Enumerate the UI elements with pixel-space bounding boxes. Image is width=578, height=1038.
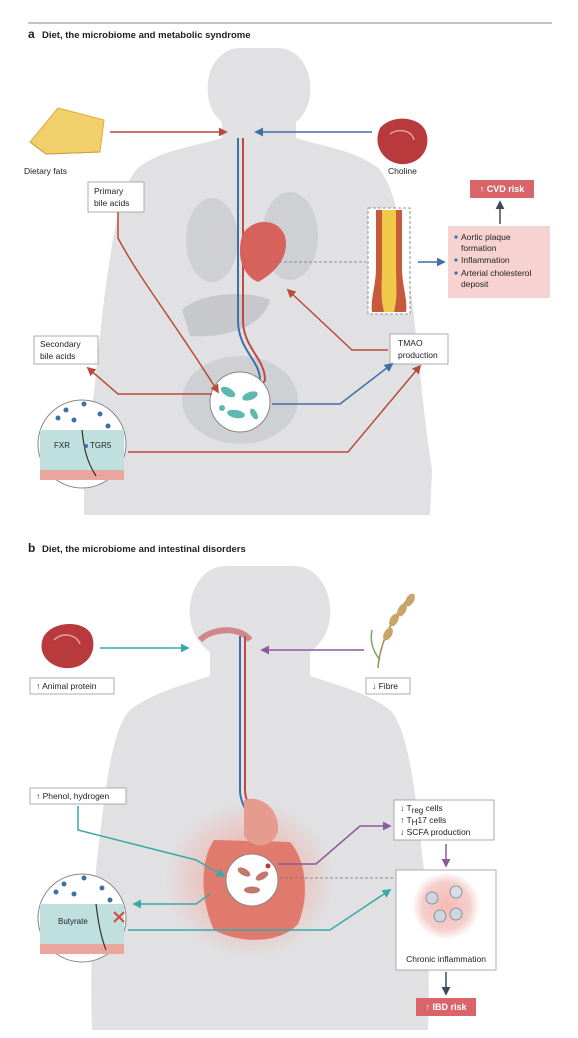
label-dietary-fats: Dietary fats xyxy=(24,166,67,176)
esophagus-red xyxy=(242,138,267,393)
panel-a-letter: a xyxy=(28,27,35,41)
intestinal-cell-inset-a xyxy=(37,399,127,489)
label-fibre: ↓ Fibre xyxy=(372,681,398,691)
label-treg: ↓ Treg cells xyxy=(400,803,443,815)
panel-b-title: Diet, the microbiome and intestinal diso… xyxy=(42,544,246,555)
lung-left xyxy=(186,198,238,282)
box-secondary-bile-acids xyxy=(33,335,99,365)
box-immune-effects xyxy=(393,799,495,841)
label-animal-protein: ↑ Animal protein xyxy=(36,681,97,691)
effect-cholesterol-l1: Arterial cholesterol xyxy=(461,268,532,278)
label-tgr5: TGR5 xyxy=(90,441,112,450)
microbiome-circle-b xyxy=(225,853,279,907)
box-tmao xyxy=(389,333,449,365)
panel-b: b Diet, the microbiome and intestinal di… xyxy=(28,541,497,1030)
body-silhouette-b xyxy=(91,566,429,1030)
box-primary-bile-acids xyxy=(87,181,145,213)
effect-cholesterol-l2: deposit xyxy=(461,279,489,289)
panel-a-title: Diet, the microbiome and metabolic syndr… xyxy=(42,30,251,41)
secondary-bile-acids-l2: bile acids xyxy=(40,351,75,361)
cheese-icon xyxy=(29,107,105,155)
box-phenol-hydrogen xyxy=(29,787,127,805)
secondary-bile-acids-l1: Secondary xyxy=(40,339,81,349)
box-ibd-risk xyxy=(416,998,476,1016)
tmao-l1: TMAO xyxy=(398,338,423,348)
label-phenol-hydrogen: ↑ Phenol, hydrogen xyxy=(36,791,110,801)
label-fxr: FXR xyxy=(54,441,70,450)
effect-aortic-l2: formation xyxy=(461,243,497,253)
effect-aortic-l1: Aortic plaque xyxy=(461,232,511,242)
microbiome-circle-a xyxy=(209,371,271,433)
label-scfa: ↓ SCFA production xyxy=(400,827,471,837)
stomach xyxy=(244,798,279,846)
panel-a: a Diet, the microbiome and metabolic syn… xyxy=(24,27,550,515)
meat-icon-b xyxy=(41,624,94,669)
box-cardio-effects xyxy=(448,226,550,298)
tmao-l2: production xyxy=(398,350,438,360)
box-fibre xyxy=(365,677,411,695)
intestinal-cell-inset-b xyxy=(37,873,127,963)
ibd-risk-label: ↑ IBD risk xyxy=(425,1002,467,1012)
cvd-risk-label: ↑ CVD risk xyxy=(480,184,526,194)
label-butyrate: Butyrate xyxy=(58,917,88,926)
label-chronic-inflammation: Chronic inflammation xyxy=(406,954,486,964)
box-animal-protein xyxy=(29,677,115,695)
heart xyxy=(240,221,286,282)
liver xyxy=(182,294,270,337)
effect-inflammation: Inflammation xyxy=(461,255,510,265)
label-choline: Choline xyxy=(388,166,417,176)
panel-b-letter: b xyxy=(28,541,35,555)
primary-bile-acids-l1: Primary xyxy=(94,186,124,196)
box-cvd-risk xyxy=(470,180,534,198)
primary-bile-acids-l2: bile acids xyxy=(94,198,129,208)
wheat-icon xyxy=(370,593,415,669)
meat-icon-a xyxy=(377,118,428,165)
label-th17: ↑ TH17 cells xyxy=(400,815,446,827)
